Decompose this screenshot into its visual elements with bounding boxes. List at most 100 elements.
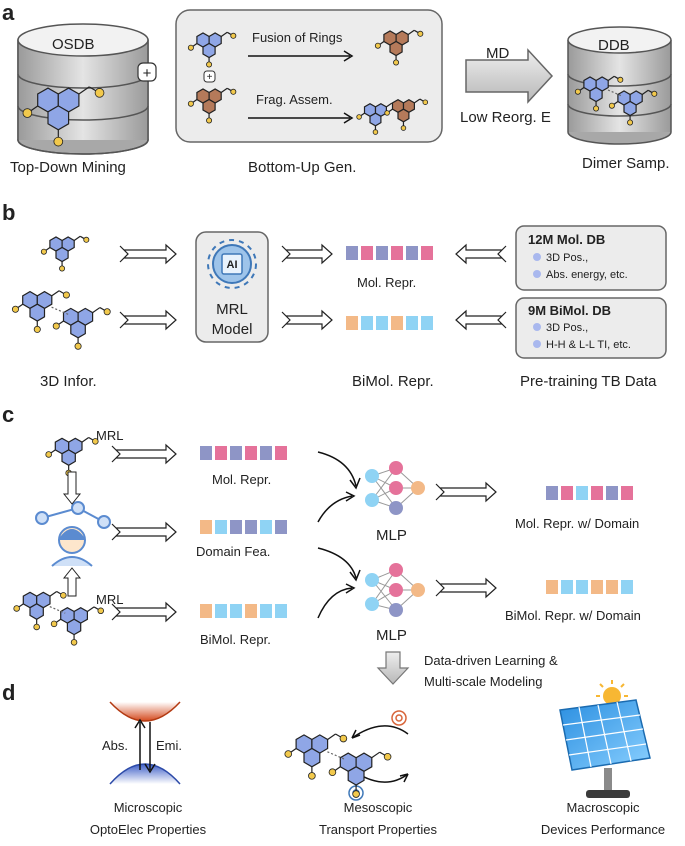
osdb-molecule xyxy=(22,86,105,147)
b-mol-repr-label: Mol. Repr. xyxy=(357,275,416,290)
c-mol-domain-blocks-block xyxy=(576,486,588,500)
db2-item-2: H-H & L-L TI, etc. xyxy=(546,339,631,351)
c-mol-repr-blocks-block xyxy=(215,446,227,460)
b-bimol-repr-blocks-block xyxy=(421,316,433,330)
c-mol-domain-blocks-block xyxy=(621,486,633,500)
osdb-label: OSDB xyxy=(52,36,95,53)
panel-letter-a: a xyxy=(2,0,15,25)
b-dimer-b xyxy=(52,307,111,350)
c-bimol-domain-blocks-block xyxy=(561,580,573,594)
c-dimer-b xyxy=(50,606,105,646)
ai-chip-icon: AI xyxy=(227,259,238,271)
assembled-molecule-a xyxy=(356,102,401,135)
micro-line2: OptoElec Properties xyxy=(90,822,207,837)
mlp-network-top xyxy=(365,461,425,515)
c-dimer-interaction-line xyxy=(49,606,66,614)
ddb-dimer-interaction-line xyxy=(607,89,623,97)
b-arrow-model-to-mol xyxy=(281,243,333,265)
b-arrow-db2-to-bimol xyxy=(455,309,507,331)
db2-box xyxy=(515,297,667,359)
b-mol-repr-blocks-block xyxy=(361,246,373,260)
mini-plus-icon: + xyxy=(203,70,216,83)
c-domain-blocks-block xyxy=(260,520,272,534)
c-mol-repr-blocks-block xyxy=(245,446,257,460)
c-domain-blocks-block xyxy=(230,520,242,534)
fused-molecule xyxy=(374,29,424,66)
macro-line2: Devices Performance xyxy=(541,822,665,837)
caption-bimol-repr: BiMol. Repr. xyxy=(352,373,434,390)
c-monomer-molecule xyxy=(45,437,99,477)
mol-domain-label: Mol. Repr. w/ Domain xyxy=(515,516,639,531)
c-bimol-repr-blocks-block xyxy=(245,604,257,618)
b-mol-repr-blocks-block xyxy=(406,246,418,260)
micro-line1: Microscopic xyxy=(114,800,183,815)
down-arrow xyxy=(376,651,410,685)
panel-letter-b: b xyxy=(2,200,15,225)
c-mol-domain-blocks-block xyxy=(561,486,573,500)
learning-line2: Multi-scale Modeling xyxy=(424,674,543,689)
db1-item-1: 3D Pos., xyxy=(546,252,588,264)
model-label-line2: Model xyxy=(212,321,253,338)
ddb-label: DDB xyxy=(598,37,630,54)
c-bimol-domain-blocks-block xyxy=(606,580,618,594)
dimer-caption: Dimer Samp. xyxy=(582,155,670,172)
c-mrl-bottom-label: MRL xyxy=(96,592,123,607)
b-bimol-repr-blocks-block xyxy=(376,316,388,330)
model-label-line1: MRL xyxy=(216,301,248,318)
b-arrow-monomer-to-model xyxy=(119,243,177,265)
panel-letter-d: d xyxy=(2,680,15,705)
c-arrow-domain xyxy=(111,521,177,543)
c-mol-domain-blocks xyxy=(546,486,633,500)
md-label: MD xyxy=(486,45,509,62)
mlp-network-bottom xyxy=(365,563,425,617)
c-bimol-domain-blocks xyxy=(546,580,633,594)
c-mol-repr-blocks-block xyxy=(275,446,287,460)
c-bimol-repr-blocks-block xyxy=(230,604,242,618)
c-arrow-up-to-expert xyxy=(62,567,82,597)
svg-text:+: + xyxy=(143,65,152,82)
low-reorg-label: Low Reorg. E xyxy=(460,109,551,126)
curved-arrows xyxy=(317,451,361,619)
b-mol-repr-blocks-block xyxy=(391,246,403,260)
learning-line1: Data-driven Learning & xyxy=(424,653,558,668)
c-mol-domain-blocks-block xyxy=(606,486,618,500)
b-mol-repr-blocks-block xyxy=(376,246,388,260)
mlp-label-bottom: MLP xyxy=(376,627,407,644)
transport-cycle-arrows xyxy=(348,710,409,801)
db2-item-1: 3D Pos., xyxy=(546,322,588,334)
c-domain-blocks-block xyxy=(200,520,212,534)
c-mol-repr-label: Mol. Repr. xyxy=(212,472,271,487)
c-bimol-repr-blocks-block xyxy=(215,604,227,618)
c-arrow-down-to-expert xyxy=(62,471,82,505)
c-mol-repr-blocks-block xyxy=(260,446,272,460)
c-domain-fea-label: Domain Fea. xyxy=(196,544,270,559)
c-bimol-repr-blocks xyxy=(200,604,287,618)
assembled-molecule-b xyxy=(384,98,429,131)
b-mol-repr-blocks xyxy=(346,246,433,260)
bottom-up-caption: Bottom-Up Gen. xyxy=(248,159,356,176)
c-domain-blocks-block xyxy=(215,520,227,534)
c-mol-repr-blocks-block xyxy=(200,446,212,460)
c-domain-blocks-block xyxy=(275,520,287,534)
top-down-caption: Top-Down Mining xyxy=(10,159,126,176)
abs-label: Abs. xyxy=(102,738,128,753)
c-bimol-repr-blocks-block xyxy=(275,604,287,618)
b-bimol-repr-blocks xyxy=(346,316,433,330)
b-bimol-repr-blocks-block xyxy=(361,316,373,330)
energy-level-icon xyxy=(109,701,181,785)
c-dimer-a xyxy=(13,591,67,631)
c-bimol-domain-blocks-block xyxy=(621,580,633,594)
c-bimol-repr-blocks-block xyxy=(260,604,272,618)
c-arrow-mrl-bottom xyxy=(111,601,177,623)
b-mol-repr-blocks-block xyxy=(346,246,358,260)
d-transport-dimer-interaction-line xyxy=(327,751,346,761)
c-bimol-repr-label: BiMol. Repr. xyxy=(200,632,271,647)
c-mol-repr-blocks-block xyxy=(230,446,242,460)
emi-label: Emi. xyxy=(156,738,182,753)
b-bimol-repr-blocks-block xyxy=(406,316,418,330)
representation-blocks-layer xyxy=(200,246,633,618)
db1-item-2: Abs. energy, etc. xyxy=(546,269,628,281)
b-arrow-db1-to-mol xyxy=(455,243,507,265)
mrl-model-box xyxy=(195,231,269,343)
